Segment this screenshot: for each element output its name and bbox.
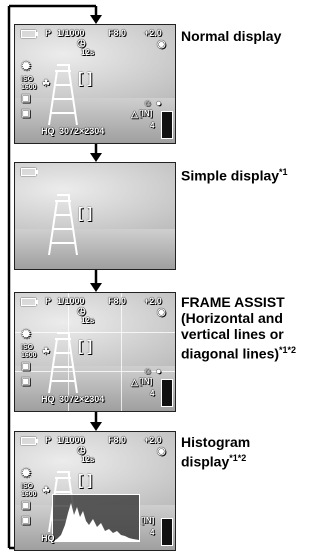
- grid-line-horizontal-top: [15, 332, 175, 333]
- normal-display-label: Normal display: [181, 28, 282, 44]
- shooting-mode: P: [45, 435, 52, 445]
- scene-mode-icon: ☘: [42, 485, 51, 495]
- drive-mode-icon: ▣: [21, 500, 31, 511]
- drive-mode-icon: ▣: [21, 361, 31, 372]
- frame-assist-line-2: vertical lines or: [181, 326, 284, 342]
- frame-assist-line-3: diagonal lines): [181, 345, 280, 362]
- af-target-mark: [ ]: [78, 70, 93, 87]
- aperture-value: F8.0: [108, 435, 127, 445]
- shots-remaining: 4: [150, 389, 155, 398]
- aperture-value: F8.0: [108, 296, 127, 306]
- scene-mode-icon: ☘: [42, 78, 51, 88]
- face-detect-icon: ☺: [143, 98, 153, 108]
- lifeguard-chair-image: [48, 194, 78, 255]
- histogram-line-1: display: [181, 453, 230, 470]
- af-target-mark: [ ]: [78, 205, 93, 222]
- warning-icon: △: [131, 109, 138, 119]
- metering-icon: ▣: [21, 515, 31, 526]
- grid-line-vertical-left: [68, 293, 69, 411]
- histogram-curve: [53, 503, 139, 541]
- shooting-mode: P: [45, 28, 52, 38]
- self-timer-value: 12s: [81, 455, 95, 464]
- exposure-compensation: +2.0: [144, 28, 162, 38]
- memory-gauge-icon: [161, 379, 173, 407]
- stabilizer-icon: ◉: [157, 446, 166, 457]
- grid-line-vertical-right: [121, 293, 122, 411]
- shutter-speed: 1/1000: [57, 296, 85, 306]
- exposure-compensation: +2.0: [144, 435, 162, 445]
- shooting-mode: P: [45, 296, 52, 306]
- mic-icon: ●: [156, 98, 162, 108]
- shutter-speed: 1/1000: [57, 28, 85, 38]
- iso-label: ISO: [21, 344, 34, 351]
- frame-assist-label: FRAME ASSIST (Horizontal and vertical li…: [181, 294, 296, 362]
- face-detect-icon: ☺: [143, 366, 153, 376]
- memory-gauge-icon: [161, 518, 173, 546]
- timer-icon: ◷: [77, 445, 86, 456]
- iso-value: 1600: [21, 352, 37, 359]
- simple-display-label: Simple display*1: [181, 164, 288, 184]
- memory-indicator: [IN]: [139, 377, 153, 386]
- iso-label: ISO: [21, 76, 34, 83]
- metering-icon: ▣: [21, 108, 31, 119]
- metering-icon: ▣: [21, 376, 31, 387]
- self-timer-value: 12s: [81, 48, 95, 57]
- histogram-display-label: Histogram display*1*2: [181, 434, 250, 470]
- af-target-mark: [ ]: [78, 472, 93, 489]
- lifeguard-chair-image: [48, 332, 78, 393]
- memory-gauge-icon: [161, 111, 173, 139]
- shots-remaining: 4: [150, 121, 155, 130]
- memory-indicator: [IN]: [141, 516, 155, 525]
- stabilizer-icon: ◉: [157, 307, 166, 318]
- image-quality: HQ: [41, 394, 55, 404]
- white-balance-icon: ✹: [21, 466, 32, 480]
- white-balance-icon: ✹: [21, 327, 32, 341]
- histogram-display-screen: P 1/1000 F8.0 +2.0 ◷ 12s ◉ ✹ ISO 1600 ☘ …: [14, 431, 176, 551]
- normal-display-screen: P 1/1000 F8.0 +2.0 ◷ 12s ◉ ✹ ISO 1600 ☘ …: [14, 24, 176, 144]
- af-target-mark: [ ]: [78, 338, 93, 355]
- frame-assist-title: FRAME ASSIST: [181, 294, 285, 310]
- frame-assist-footnote: *1*2: [279, 345, 297, 355]
- iso-value: 1600: [21, 491, 37, 498]
- battery-icon: [21, 168, 38, 176]
- simple-display-screen: [ ]: [14, 162, 176, 270]
- warning-icon: △: [131, 377, 138, 387]
- image-quality: HQ: [41, 533, 55, 543]
- battery-icon: [21, 298, 38, 306]
- iso-label: ISO: [21, 483, 34, 490]
- simple-display-footnote: *1: [279, 167, 288, 177]
- white-balance-icon: ✹: [21, 59, 32, 73]
- mic-icon: ●: [156, 366, 162, 376]
- timer-icon: ◷: [77, 306, 86, 317]
- shots-remaining: 4: [150, 528, 155, 537]
- self-timer-value: 12s: [81, 316, 95, 325]
- exposure-compensation: +2.0: [144, 296, 162, 306]
- drive-mode-icon: ▣: [21, 93, 31, 104]
- image-resolution: 3072×2304: [59, 394, 105, 404]
- histogram-title: Histogram: [181, 434, 251, 450]
- frame-assist-screen: P 1/1000 F8.0 +2.0 ◷ 12s ◉ ✹ ISO 1600 ☘ …: [14, 292, 176, 412]
- stabilizer-icon: ◉: [157, 39, 166, 50]
- lifeguard-chair-image: [48, 64, 78, 125]
- shutter-speed: 1/1000: [57, 435, 85, 445]
- histogram-footnote: *1*2: [229, 453, 247, 463]
- scene-mode-icon: ☘: [42, 346, 51, 356]
- frame-assist-line-1: (Horizontal and: [181, 310, 283, 326]
- iso-value: 1600: [21, 84, 37, 91]
- battery-icon: [21, 30, 38, 38]
- histogram-graph: [52, 494, 140, 542]
- image-quality: HQ: [41, 126, 55, 136]
- image-resolution: 3072×2304: [59, 126, 105, 136]
- aperture-value: F8.0: [108, 28, 127, 38]
- grid-line-horizontal-bottom: [15, 371, 175, 372]
- simple-display-text: Simple display: [181, 167, 280, 184]
- battery-icon: [21, 437, 38, 445]
- timer-icon: ◷: [77, 38, 86, 49]
- memory-indicator: [IN]: [139, 109, 153, 118]
